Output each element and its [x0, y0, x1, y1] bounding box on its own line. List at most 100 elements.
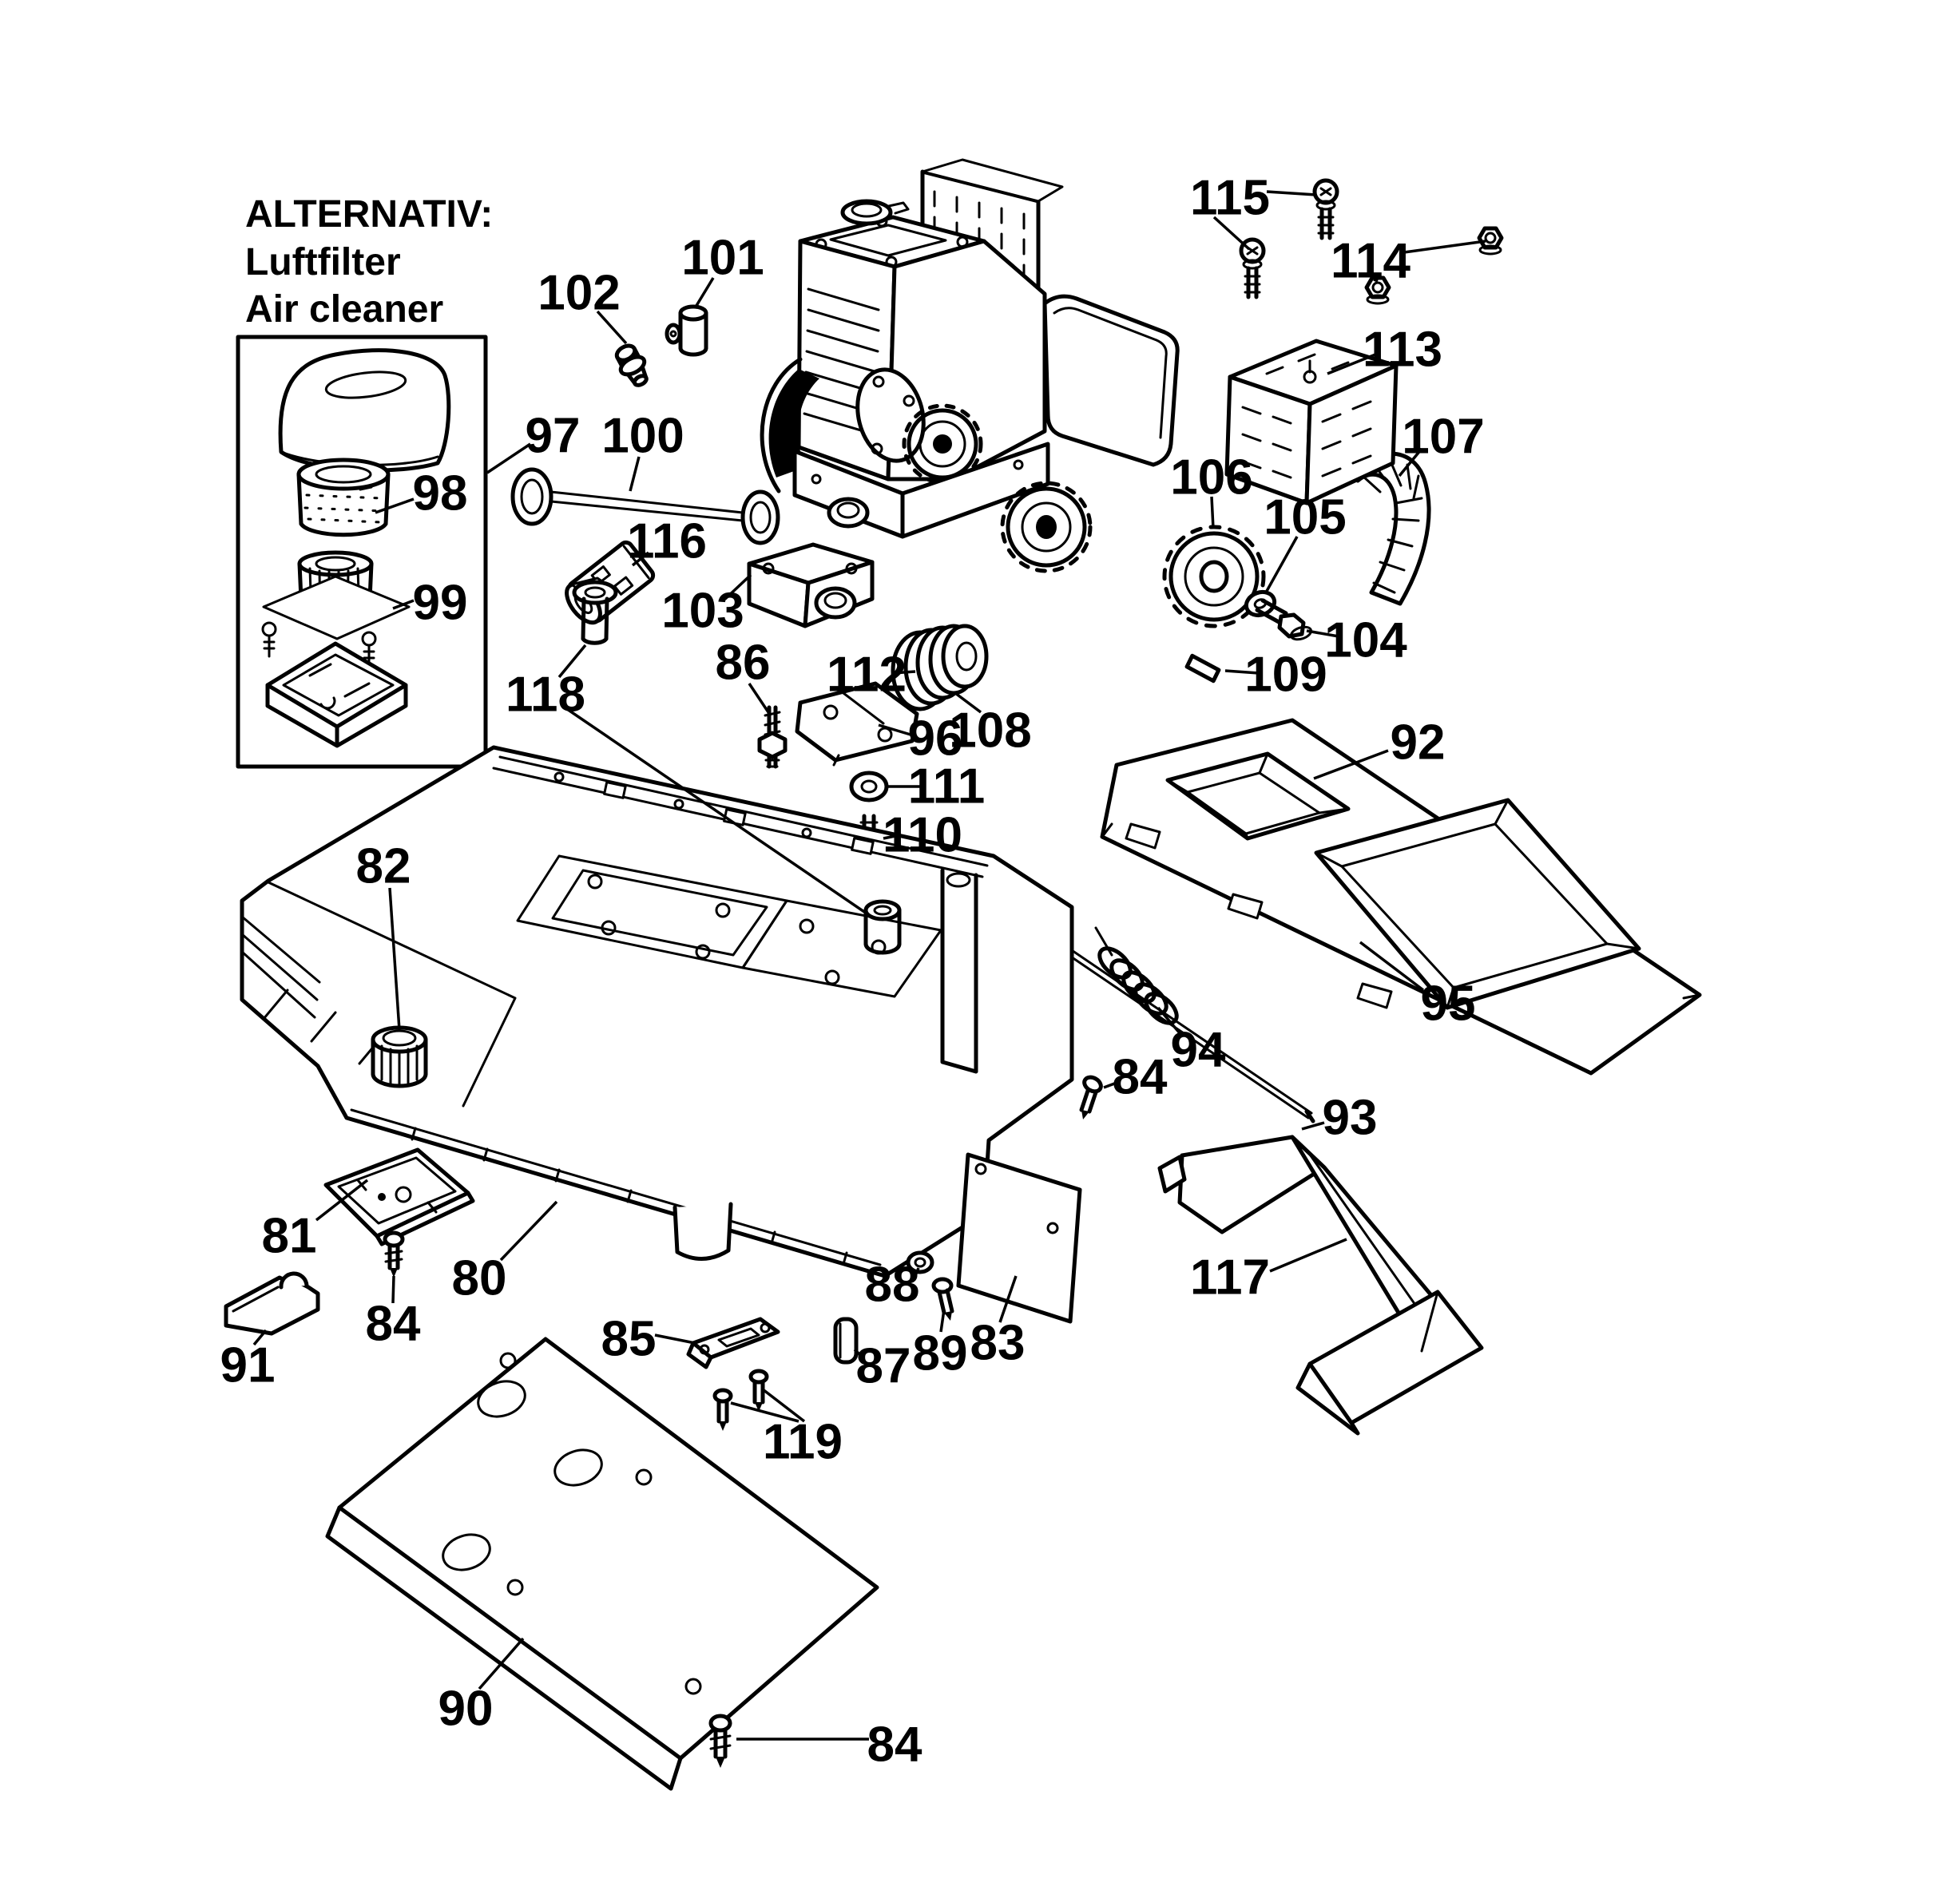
air-cleaner-box-frame [236, 335, 488, 769]
part-label-80: 80 [452, 1251, 507, 1306]
part-111-washer [849, 771, 889, 802]
leader-line-97 [486, 442, 531, 474]
part-89-screw [931, 1277, 954, 1321]
part-109-pin [1184, 653, 1221, 684]
leader-line-96 [878, 723, 911, 736]
part-label-116: 116 [627, 514, 707, 569]
leader-line-119 [761, 1388, 806, 1423]
part-label-106: 106 [1170, 450, 1252, 505]
part-label-94: 94 [1171, 1023, 1226, 1078]
leader-line-110 [883, 834, 900, 840]
leader-line-85 [654, 1333, 696, 1345]
leader-line-107 [1398, 447, 1423, 477]
part-98-filter-element [296, 458, 391, 537]
part-84b-screw [1079, 1075, 1103, 1119]
part-label-112: 112 [827, 648, 907, 703]
part-label-84c: 84 [867, 1718, 922, 1773]
part-99-filter-cartridge [261, 550, 411, 748]
part-label-117: 117 [1190, 1250, 1270, 1306]
part-label-107: 107 [1402, 410, 1484, 465]
part-label-85: 85 [601, 1312, 657, 1367]
part-82-fuel-cap [371, 1025, 428, 1088]
part-label-88: 88 [865, 1258, 920, 1313]
part-104-bolt [1255, 598, 1313, 641]
leader-line-105 [1264, 536, 1299, 593]
part-118-bushing-a [570, 577, 618, 645]
part-label-113: 113 [1363, 323, 1442, 378]
part-label-96: 96 [908, 711, 963, 767]
leader-line-86 [748, 683, 770, 713]
part-label-104: 104 [1324, 613, 1407, 668]
part-label-95: 95 [1421, 977, 1476, 1032]
leader-line-83 [998, 1275, 1018, 1323]
part-label-82: 82 [356, 839, 411, 894]
leader-line-100 [629, 456, 641, 492]
part-label-118: 118 [506, 668, 585, 723]
part-label-105: 105 [1264, 490, 1346, 545]
part-label-86: 86 [716, 636, 771, 691]
part-label-119: 119 [763, 1415, 843, 1470]
part-86-stud [757, 705, 788, 769]
leader-line-87 [853, 1348, 864, 1359]
part-label-100: 100 [601, 409, 684, 464]
part-90-bottom-plate [325, 1337, 879, 1791]
leader-line-106 [1210, 496, 1215, 529]
part-83-plate [956, 1152, 1082, 1324]
leader-line-95 [1359, 941, 1425, 992]
part-88-washer [906, 1250, 934, 1274]
part-label-111: 111 [908, 759, 986, 814]
part-113-grille-panel [1224, 339, 1399, 505]
engine-assembly [760, 158, 1180, 573]
part-87-pin [833, 1317, 859, 1365]
part-96-strap [795, 681, 919, 767]
leader-line-80 [499, 1200, 558, 1262]
part-label-84a: 84 [366, 1297, 421, 1352]
leader-line-93 [1301, 1121, 1325, 1131]
part-label-84b: 84 [1113, 1050, 1168, 1105]
note-line-1: ALTERNATIV: [245, 193, 493, 236]
leader-line-94 [1157, 1006, 1182, 1036]
leader-line-118 [557, 644, 587, 679]
note-line-2: Luftfilter [245, 241, 401, 283]
part-91-bracket [224, 1271, 320, 1336]
part-92-top-cover [1100, 718, 1702, 1076]
part-label-115: 115 [1190, 171, 1270, 226]
part-114-nuts [1364, 226, 1504, 305]
leader-line-84b [1103, 1081, 1117, 1089]
part-80-chassis [240, 745, 1074, 1278]
leader-line-113 [1327, 353, 1376, 375]
part-label-110: 110 [883, 808, 962, 863]
note-line-3: Air cleaner [245, 288, 443, 331]
leader-line-103 [724, 573, 752, 600]
leader-line-114 [1373, 278, 1379, 283]
leader-line-88 [913, 1267, 920, 1278]
leader-line-119 [730, 1401, 799, 1423]
leader-line-81 [315, 1179, 369, 1222]
part-100-valves [510, 467, 780, 545]
leader-line-89 [939, 1309, 946, 1333]
part-label-99: 99 [413, 576, 468, 631]
part-label-83: 83 [970, 1316, 1026, 1371]
leader-line-90 [478, 1637, 525, 1690]
part-label-89: 89 [913, 1326, 968, 1381]
note-block: ALTERNATIV: Luftfilter Air cleaner [245, 193, 493, 331]
leader-line-118 [566, 707, 870, 917]
leader-line-114 [1403, 240, 1486, 254]
leader-line-99 [392, 599, 415, 610]
engine-fuel-cap [840, 199, 910, 226]
grille-perforations [1241, 353, 1372, 479]
leader-line-116 [631, 551, 650, 567]
cylinder-fins [803, 287, 880, 436]
part-119-screws [712, 1369, 769, 1431]
part-label-87: 87 [856, 1339, 911, 1394]
leader-line-98 [375, 497, 415, 514]
part-84a-screw [383, 1230, 405, 1278]
part-103-block [747, 542, 875, 628]
part-label-91: 91 [220, 1338, 276, 1393]
part-label-93: 93 [1323, 1091, 1378, 1146]
leader-line-109 [1224, 669, 1260, 675]
leader-line-115 [1266, 190, 1317, 196]
part-label-101: 101 [681, 231, 764, 286]
part-label-103: 103 [661, 584, 744, 639]
